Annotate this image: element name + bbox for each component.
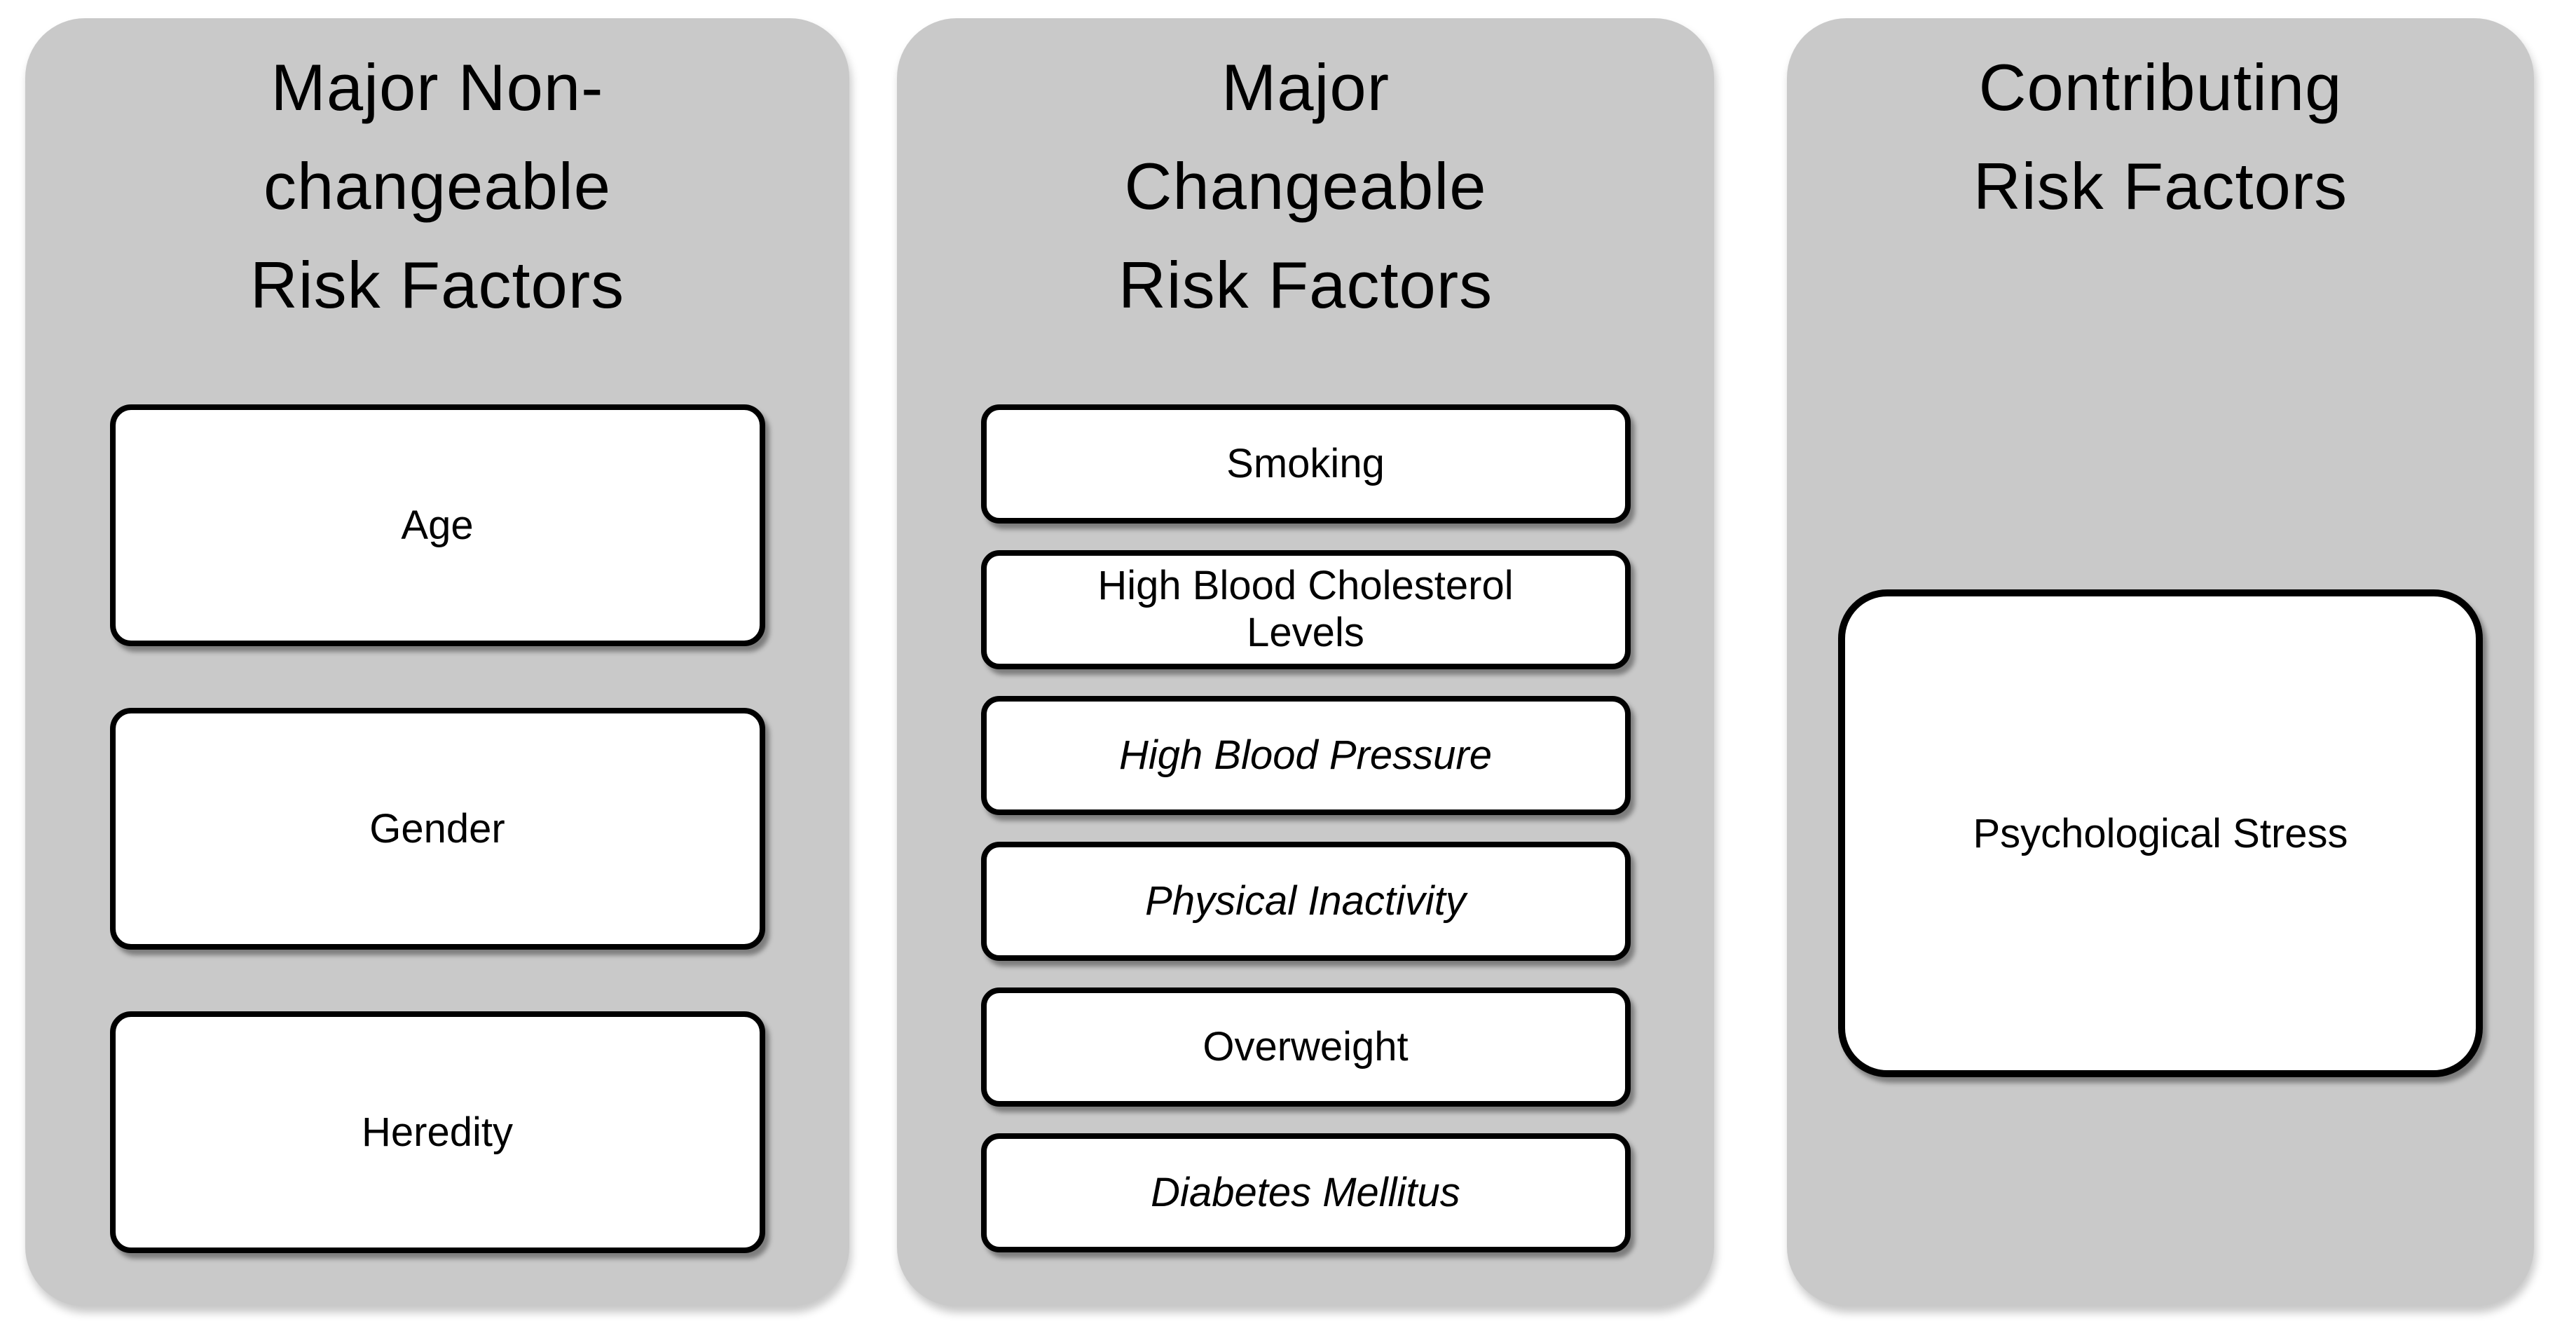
box-label: Smoking [1226,440,1385,486]
box-high-blood-cholesterol-levels: High Blood Cholesterol Levels [980,550,1631,669]
panel-title-line: changeable [263,149,612,223]
box-age: Age [109,404,765,646]
box-label: Diabetes Mellitus [1151,1169,1460,1215]
box-label: Physical Inactivity [1145,877,1466,924]
box-overweight: Overweight [980,987,1631,1107]
panel-title-contributing: Contributing Risk Factors [1973,38,2348,235]
panel-box-stack: Psychological Stress [1838,589,2483,1077]
box-gender: Gender [109,708,765,950]
panel-title-line: Major Non- [270,50,604,124]
box-label: Psychological Stress [1973,810,2348,856]
panel-box-stack: Age Gender Heredity [109,404,765,1253]
panel-major-changeable-risk-factors: Major Changeable Risk Factors Smoking Hi… [897,18,1714,1306]
box-label: Overweight [1203,1023,1409,1069]
box-heredity: Heredity [109,1011,765,1253]
box-label: High Blood Pressure [1119,732,1492,778]
panel-contributing-risk-factors: Contributing Risk Factors Psychological … [1787,18,2534,1306]
box-label: High Blood Cholesterol [1097,563,1514,609]
box-label: Age [401,503,474,548]
box-high-blood-pressure: High Blood Pressure [980,696,1631,815]
panel-title-line: Changeable [1124,149,1487,223]
box-diabetes-mellitus: Diabetes Mellitus [980,1133,1631,1252]
panel-title-major-nonchangeable: Major Non- changeable Risk Factors [250,38,624,334]
panel-box-stack: Smoking High Blood Cholesterol Levels Hi… [980,404,1631,1252]
panel-title-major-changeable: Major Changeable Risk Factors [1118,38,1493,334]
panel-title-line: Contributing [1978,50,2343,124]
panel-major-nonchangeable-risk-factors: Major Non- changeable Risk Factors Age G… [25,18,849,1306]
box-physical-inactivity: Physical Inactivity [980,842,1631,961]
box-label: Heredity [362,1109,513,1155]
box-label: Gender [369,806,505,852]
box-label: Levels [1247,610,1364,655]
panel-title-line: Risk Factors [249,248,625,322]
panel-title-line: Risk Factors [1118,248,1493,322]
panel-title-line: Major [1221,50,1390,124]
panel-title-line: Risk Factors [1973,149,2348,223]
box-smoking: Smoking [980,404,1631,524]
box-psychological-stress: Psychological Stress [1838,589,2483,1077]
